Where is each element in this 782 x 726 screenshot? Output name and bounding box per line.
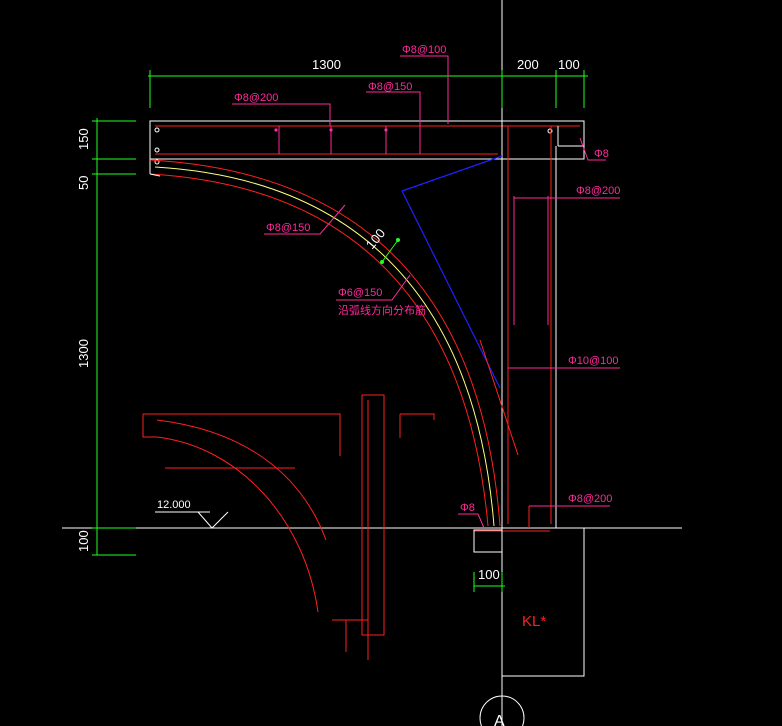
dim-left-1300: 1300 <box>76 339 91 368</box>
axis-bubble: A <box>479 695 525 726</box>
note-phi10-100: Φ10@100 <box>568 355 619 367</box>
dim-top-100: 100 <box>558 57 580 72</box>
dim-bottom-100: 100 <box>478 567 500 582</box>
elevation-text: 12.000 <box>157 499 191 511</box>
note-phi8-bottom: Φ8 <box>460 502 475 514</box>
dim-left-100: 100 <box>76 530 91 552</box>
note-phi8-200-right: Φ8@200 <box>576 185 620 197</box>
note-phi8-right: Φ8 <box>594 148 609 160</box>
beam-label: KL* <box>522 613 546 630</box>
dim-left-150: 150 <box>76 128 91 150</box>
note-phi8-100: Φ8@100 <box>402 44 446 56</box>
note-phi8-150-arc: Φ8@150 <box>266 222 310 234</box>
note-phi8-200-top: Φ8@200 <box>234 92 278 104</box>
dim-left-50: 50 <box>76 176 91 190</box>
beam-kl <box>473 505 585 677</box>
note-phi8-200-bottom: Φ8@200 <box>568 493 612 505</box>
secondary-detail <box>142 394 435 660</box>
note-arc-distribution: 沿弧线方向分布筋 <box>338 303 426 317</box>
canopy-slab <box>149 120 585 174</box>
dimension-lines <box>92 70 588 592</box>
elevation-marker <box>155 511 229 529</box>
dim-top-span: 1300 <box>312 57 341 72</box>
note-phi6-150: Φ6@150 <box>338 287 382 299</box>
dim-arc-100: 100 <box>363 226 388 252</box>
note-phi8-150-top: Φ8@150 <box>368 81 412 93</box>
leader-lines <box>232 55 620 529</box>
slab-rebar-dots <box>154 126 553 165</box>
dim-top-200: 200 <box>517 57 539 72</box>
axis-label: A <box>494 713 505 726</box>
guide-lines <box>401 155 519 456</box>
column <box>501 121 557 528</box>
curved-arch <box>149 159 501 527</box>
